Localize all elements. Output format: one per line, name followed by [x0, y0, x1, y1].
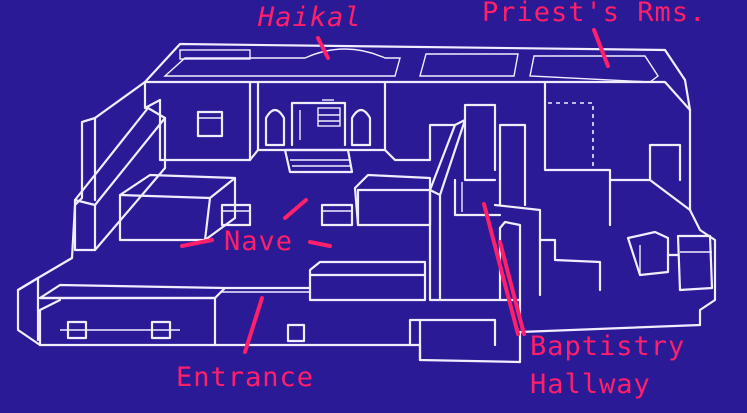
- entrance-leader: [243, 296, 264, 354]
- hallway-leader: [482, 202, 520, 336]
- roof-features: [163, 48, 659, 83]
- nave-leader-left: [180, 238, 214, 248]
- baptistry-leader: [498, 240, 526, 336]
- label-entrance: Entrance: [176, 362, 314, 393]
- labels: Haikal Priest's Rms. Nave Entrance Bapti…: [176, 0, 706, 400]
- nave-leader-right: [308, 240, 332, 248]
- nave-leader-top: [283, 198, 308, 220]
- haikal-leader: [316, 36, 330, 60]
- priests-rooms: [538, 80, 714, 292]
- label-hallway: Hallway: [530, 369, 651, 400]
- label-leaders: [180, 28, 610, 354]
- left-interior-wall: [73, 106, 167, 252]
- back-wall: [158, 80, 457, 174]
- priests-rooms-leader: [592, 28, 610, 68]
- label-haikal: Haikal: [257, 2, 362, 33]
- label-nave: Nave: [224, 226, 293, 257]
- label-baptistry: Baptistry: [530, 331, 685, 362]
- label-priests-rooms: Priest's Rms.: [482, 0, 706, 28]
- nave-blocks: [38, 173, 432, 343]
